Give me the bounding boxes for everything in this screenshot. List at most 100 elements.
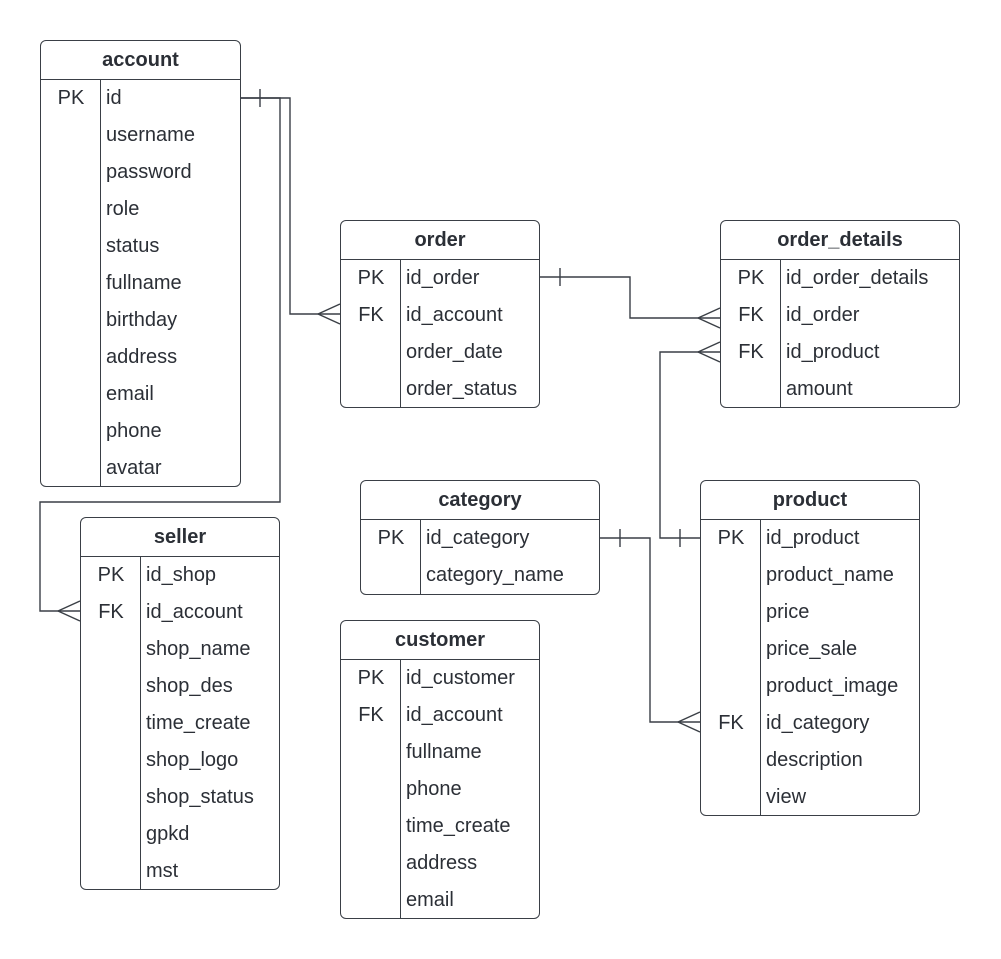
field-row[interactable]: username xyxy=(41,117,240,154)
key-label: PK xyxy=(357,667,385,689)
field-name: id_category xyxy=(766,712,870,734)
entity-account-title: account xyxy=(41,41,240,80)
field-name: password xyxy=(106,161,192,183)
field-name: status xyxy=(106,235,160,257)
field-name: phone xyxy=(406,778,462,800)
field-row[interactable]: email xyxy=(41,376,240,413)
field-name: id xyxy=(106,87,122,109)
field-name: id_customer xyxy=(406,667,515,689)
key-label: PK xyxy=(97,564,125,586)
field-row[interactable]: price xyxy=(701,594,919,631)
field-name: mst xyxy=(146,860,179,882)
field-name: birthday xyxy=(106,309,178,331)
field-row[interactable]: phone xyxy=(341,771,539,808)
field-name: address xyxy=(406,852,478,874)
entity-account-body: PK id username password role status fullname bi… xyxy=(41,80,240,486)
relationship-account-order[interactable] xyxy=(241,89,341,325)
field-row[interactable]: phone xyxy=(41,413,240,450)
field-row[interactable]: product_name xyxy=(701,557,919,594)
field-name: shop_logo xyxy=(146,749,239,771)
field-name: id_account xyxy=(406,304,503,326)
key-label: FK xyxy=(718,712,744,734)
field-row[interactable]: fullname xyxy=(341,734,539,771)
key-label: PK xyxy=(717,527,745,549)
field-name: order_status xyxy=(406,378,518,400)
field-name: order_date xyxy=(406,341,503,363)
field-name: shop_name xyxy=(146,638,251,660)
entity-seller-title: seller xyxy=(81,518,279,557)
field-name: time_create xyxy=(406,815,511,837)
field-row[interactable]: status xyxy=(41,228,240,265)
field-row[interactable]: FK id_category xyxy=(701,705,919,742)
field-row[interactable]: order_status xyxy=(341,371,539,407)
field-row[interactable]: address xyxy=(341,845,539,882)
field-name: id_product xyxy=(786,341,880,363)
key-label: PK xyxy=(57,87,85,109)
key-column xyxy=(701,520,761,815)
field-name: shop_des xyxy=(146,675,233,697)
field-name: amount xyxy=(786,378,853,400)
field-name: username xyxy=(106,124,195,146)
field-row[interactable]: view xyxy=(701,779,919,815)
relationship-order-order_details[interactable] xyxy=(540,268,721,329)
field-row[interactable]: order_date xyxy=(341,334,539,371)
field-row[interactable]: category_name xyxy=(361,557,599,594)
field-row[interactable]: time_create xyxy=(81,705,279,742)
field-row[interactable]: gpkd xyxy=(81,816,279,853)
field-row[interactable]: PK id_customer xyxy=(341,660,539,697)
field-name: id_account xyxy=(406,704,503,726)
field-row[interactable]: avatar xyxy=(41,450,240,486)
field-row[interactable]: amount xyxy=(721,371,959,407)
field-row[interactable]: birthday xyxy=(41,302,240,339)
entity-account[interactable]: account PK id username password role status fu… xyxy=(40,40,241,487)
field-row[interactable]: email xyxy=(341,882,539,918)
relationship-account-seller[interactable] xyxy=(39,97,281,622)
field-row[interactable]: price_sale xyxy=(701,631,919,668)
key-label: PK xyxy=(737,267,765,289)
field-row[interactable]: PK id xyxy=(41,80,240,117)
key-column xyxy=(341,260,401,407)
key-label: FK xyxy=(358,304,384,326)
relationship-product-order_details[interactable] xyxy=(659,341,721,547)
field-name: gpkd xyxy=(146,823,190,845)
field-row[interactable]: address xyxy=(41,339,240,376)
field-row[interactable]: time_create xyxy=(341,808,539,845)
field-row[interactable]: shop_name xyxy=(81,631,279,668)
field-row[interactable]: product_image xyxy=(701,668,919,705)
field-row[interactable]: mst xyxy=(81,853,279,889)
field-row[interactable]: shop_des xyxy=(81,668,279,705)
field-row[interactable]: fullname xyxy=(41,265,240,302)
key-label: PK xyxy=(357,267,385,289)
field-row[interactable]: role xyxy=(41,191,240,228)
field-row[interactable]: password xyxy=(41,154,240,191)
entity-product-title: product xyxy=(701,481,919,520)
field-row[interactable]: description xyxy=(701,742,919,779)
field-name: avatar xyxy=(106,457,162,479)
field-row[interactable]: FK id_account xyxy=(341,297,539,334)
field-row[interactable]: shop_status xyxy=(81,779,279,816)
key-label: FK xyxy=(738,304,764,326)
field-name: fullname xyxy=(106,272,182,294)
key-label: FK xyxy=(98,601,124,623)
field-name: price xyxy=(766,601,810,623)
relationship-category-product[interactable] xyxy=(600,529,701,733)
field-name: email xyxy=(406,889,454,911)
field-row[interactable]: shop_logo xyxy=(81,742,279,779)
